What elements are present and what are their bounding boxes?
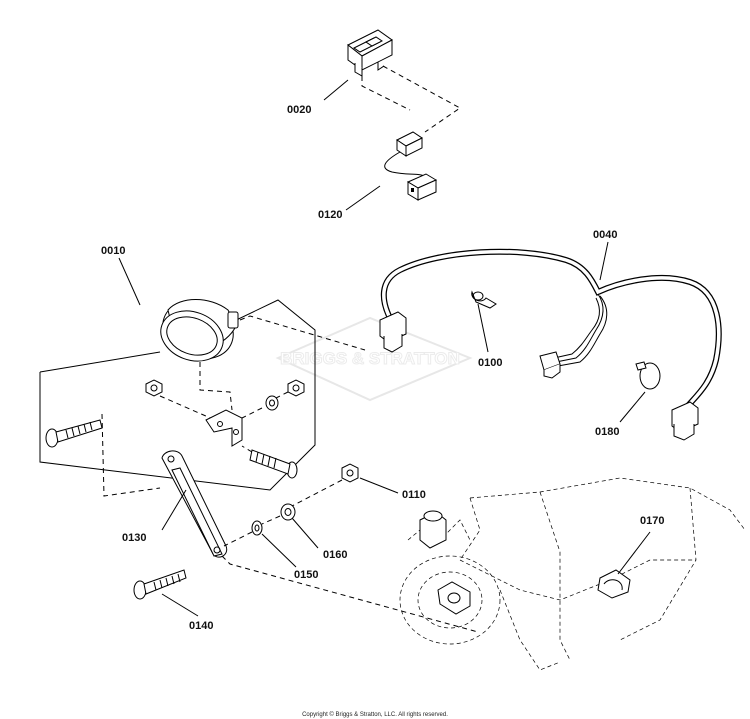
headlight-lamp[interactable] — [154, 291, 242, 369]
callout-0170[interactable]: 0170 — [640, 515, 664, 527]
wire-clip-drawing[interactable] — [471, 290, 497, 309]
copyright-notice: Copyright © Briggs & Stratton, LLC. All … — [302, 711, 448, 718]
carriage-bolt-drawing[interactable] — [133, 569, 187, 600]
callout-0180[interactable]: 0180 — [595, 426, 619, 438]
nut-drawing[interactable] — [341, 463, 359, 483]
mounting-bracket[interactable] — [161, 450, 228, 558]
callout-0140[interactable]: 0140 — [189, 620, 213, 632]
tractor-frame — [399, 477, 746, 671]
watermark-text: BRIGGS & STRATTON — [280, 349, 460, 368]
flat-washer-drawing[interactable] — [280, 503, 296, 521]
assembly-bolt-right — [249, 449, 298, 479]
leader-lines — [118, 79, 651, 617]
switch-drawing[interactable] — [347, 29, 393, 77]
callout-0020[interactable]: 0020 — [287, 104, 311, 116]
callout-0110[interactable]: 0110 — [402, 489, 426, 501]
switch-harness-drawing[interactable] — [384, 131, 438, 201]
callout-0100[interactable]: 0100 — [478, 357, 502, 369]
watermark: BRIGGS & STRATTON — [275, 316, 473, 402]
callout-0120[interactable]: 0120 — [318, 209, 342, 221]
lamp-bracket — [205, 409, 243, 447]
callout-0040[interactable]: 0040 — [593, 229, 617, 241]
callout-0010[interactable]: 0010 — [101, 245, 125, 257]
headlight-assembly-outline — [39, 299, 316, 491]
lock-washer-drawing[interactable] — [251, 520, 263, 536]
assembly-bolt-left — [45, 419, 103, 448]
callout-0130[interactable]: 0130 — [122, 532, 146, 544]
callout-0160[interactable]: 0160 — [323, 549, 347, 561]
callout-0150[interactable]: 0150 — [294, 569, 318, 581]
wire-harness-drawing[interactable] — [379, 248, 722, 441]
cable-tie-drawing[interactable] — [635, 361, 661, 390]
